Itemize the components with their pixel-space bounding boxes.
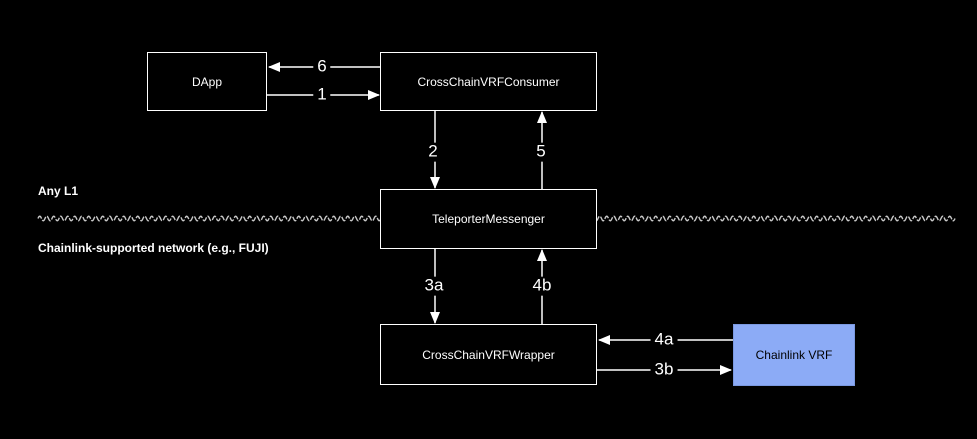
region-label-chainlink-network: Chainlink-supported network (e.g., FUJI) (38, 241, 269, 255)
node-teleporter-messenger: TeleporterMessenger (380, 189, 597, 249)
edge-label-step3a: 3a (420, 276, 448, 296)
edge-label-step4b: 4b (528, 276, 556, 296)
edge-label-step4a: 4a (650, 330, 678, 350)
node-crosschain-vrf-consumer: CrossChainVRFConsumer (380, 52, 597, 111)
edge-label-step3b: 3b (650, 360, 678, 380)
edge-label-step5: 5 (532, 142, 550, 162)
node-crosschain-vrf-wrapper-label: CrossChainVRFWrapper (422, 347, 555, 362)
edge-label-step1: 1 (313, 85, 331, 105)
edge-label-step6: 6 (313, 57, 331, 77)
node-crosschain-vrf-wrapper: CrossChainVRFWrapper (380, 324, 597, 385)
node-crosschain-vrf-consumer-label: CrossChainVRFConsumer (417, 74, 560, 89)
node-teleporter-messenger-label: TeleporterMessenger (432, 212, 545, 226)
edge-label-step2: 2 (424, 142, 442, 162)
node-dapp: DApp (147, 52, 267, 111)
node-chainlink-vrf-label: Chainlink VRF (755, 348, 833, 362)
region-label-any-l1: Any L1 (38, 184, 79, 198)
node-dapp-label: DApp (191, 74, 223, 89)
node-chainlink-vrf: Chainlink VRF (733, 324, 855, 386)
